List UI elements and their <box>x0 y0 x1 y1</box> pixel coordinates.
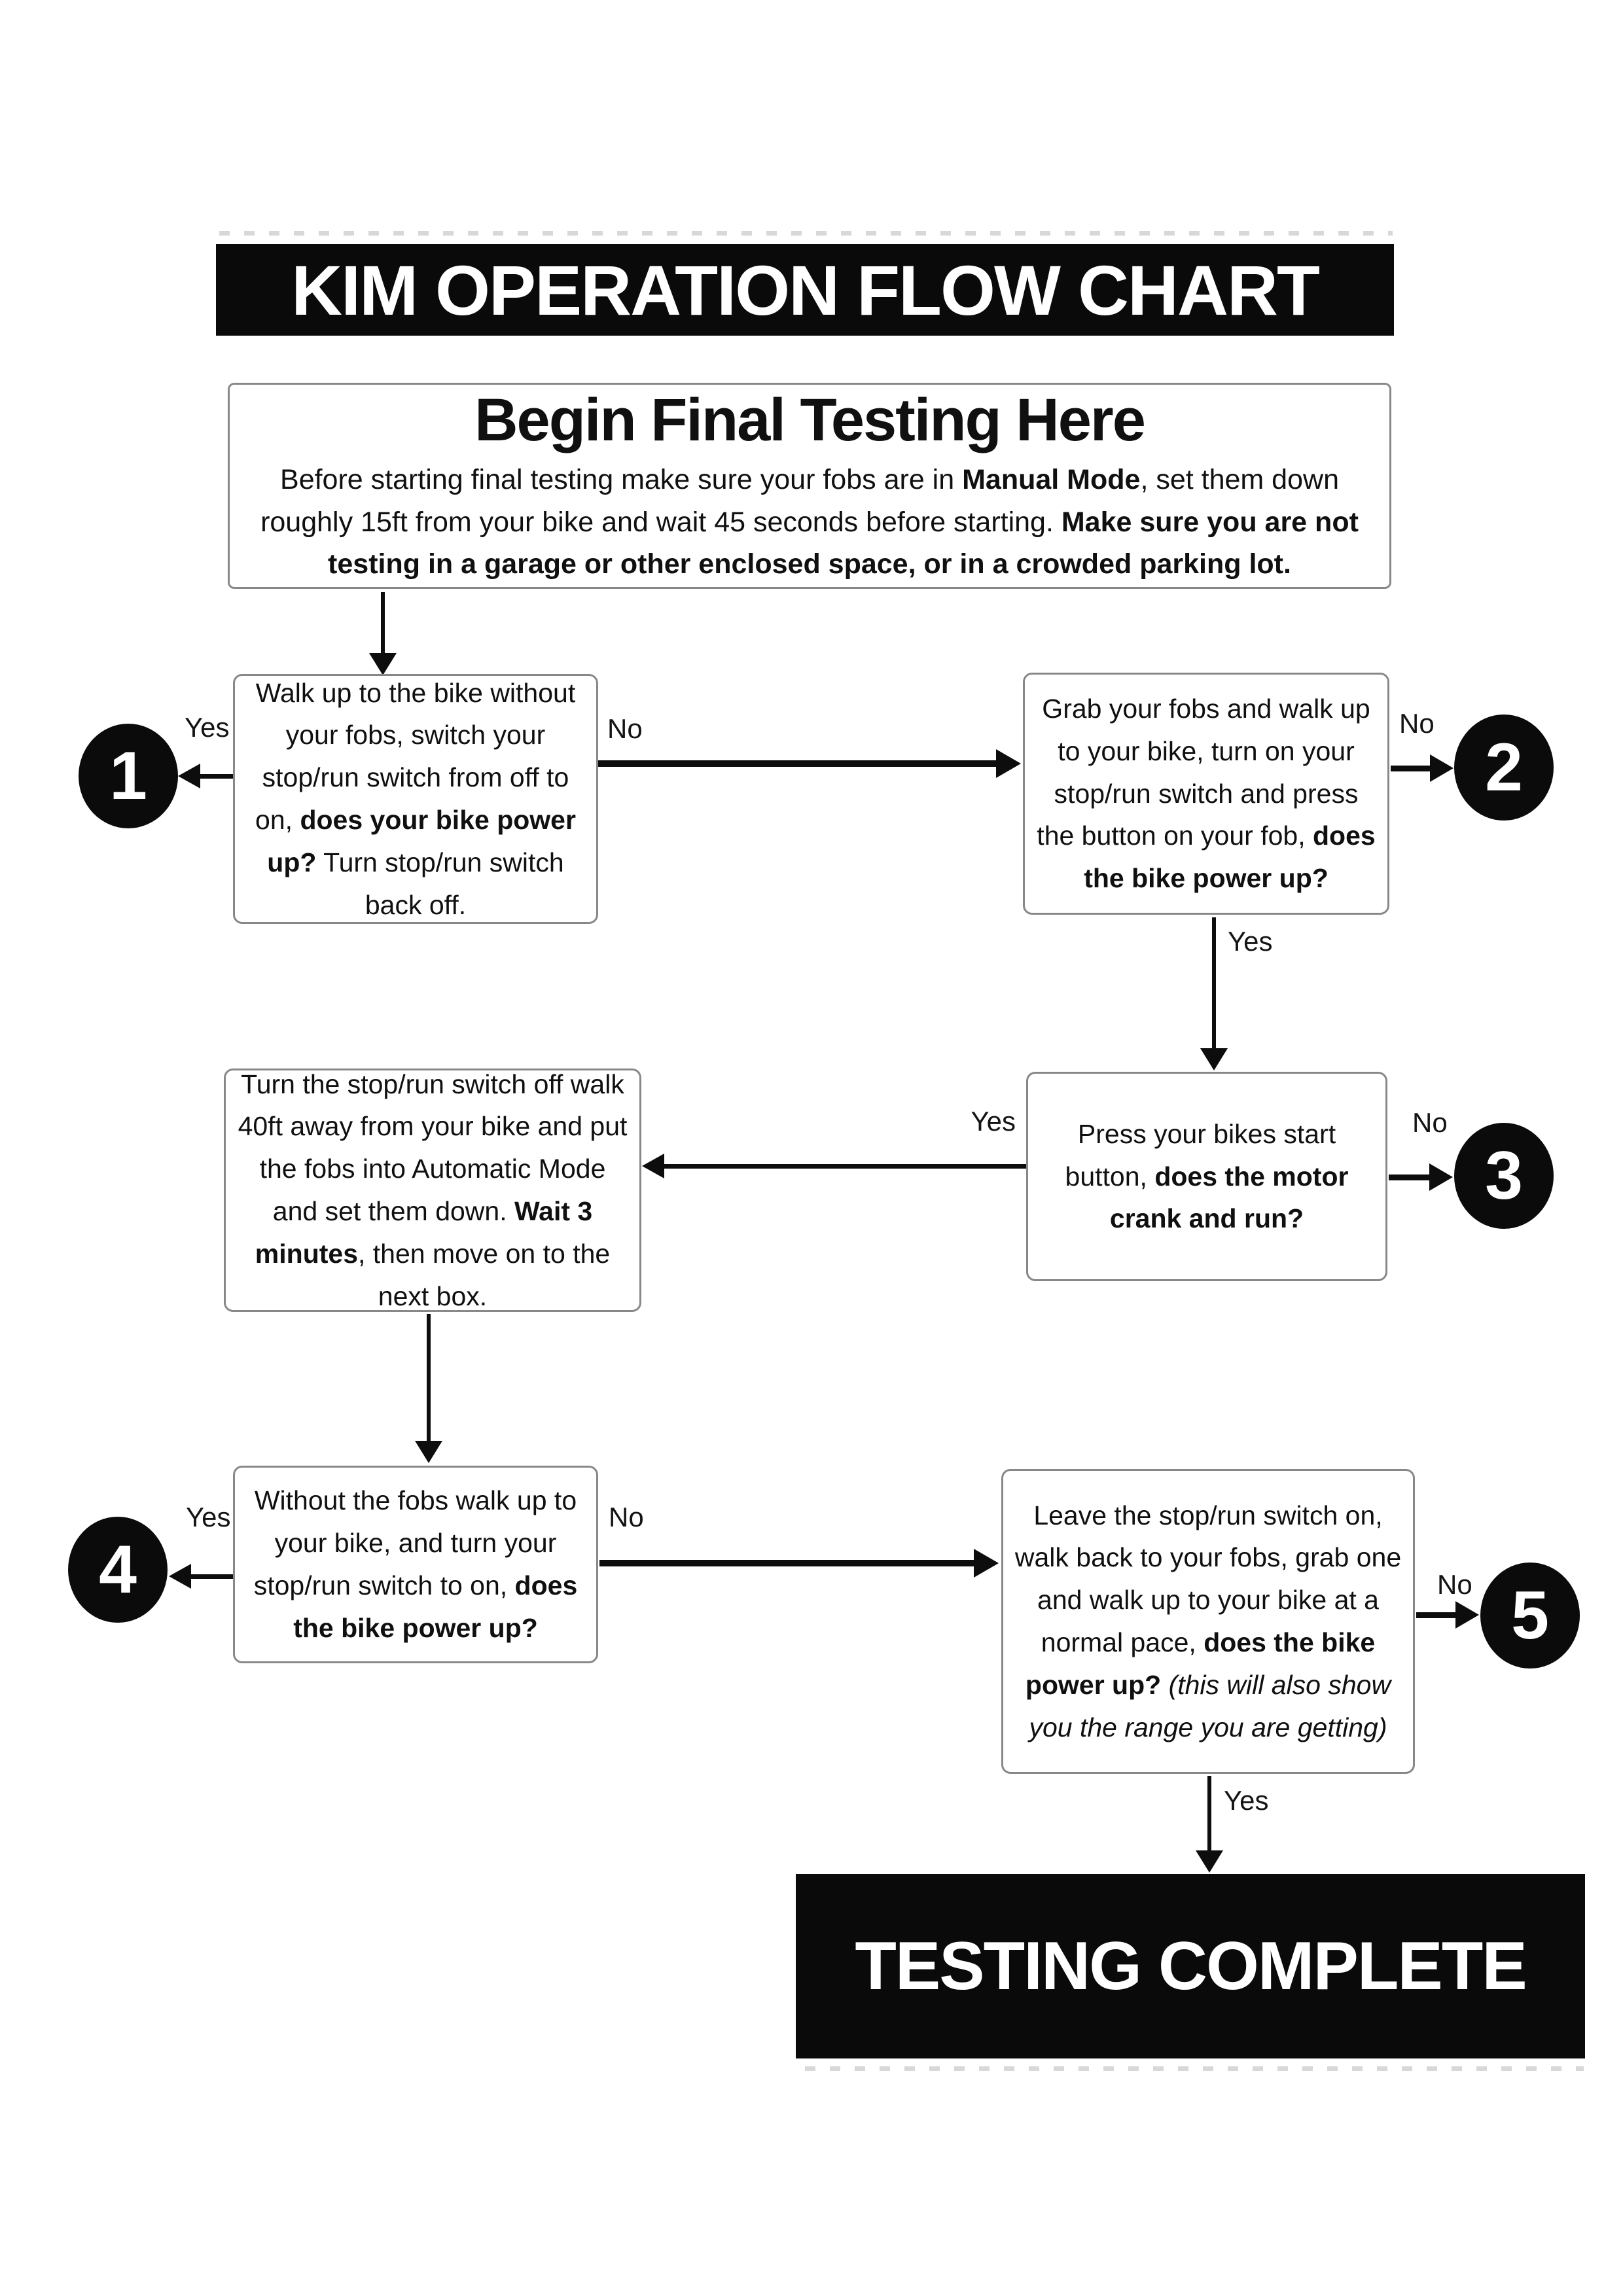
arrow-start-to-q1-line <box>381 592 385 655</box>
edge-label-q3-yes: Yes <box>971 1106 1016 1137</box>
node-grab-fobs: Grab your fobs and walk up to your bike,… <box>1023 673 1389 915</box>
arrow-q2-yes-head <box>1200 1048 1228 1070</box>
node-walk-no-fobs-text: Walk up to the bike without your fobs, s… <box>255 677 576 920</box>
arrow-q5-yes-head <box>169 1564 191 1589</box>
arrow-q4-to-q5-line <box>427 1314 431 1442</box>
arrow-q1-yes-line <box>199 774 233 779</box>
endpoint-4: 4 <box>68 1517 168 1623</box>
node-walk-no-fobs: Walk up to the bike without your fobs, s… <box>233 674 598 924</box>
endpoint-3: 3 <box>1454 1123 1554 1229</box>
arrow-q2-no-line <box>1391 766 1431 771</box>
edge-label-q6-yes: Yes <box>1224 1785 1269 1816</box>
edge-label-q2-no: No <box>1399 708 1435 739</box>
node-leave-on-text: Leave the stop/run switch on, walk back … <box>1014 1500 1402 1742</box>
arrow-q1-yes-head <box>178 764 200 788</box>
arrow-q6-no-line <box>1416 1612 1457 1618</box>
arrow-q1-no-line <box>598 760 996 767</box>
arrow-start-to-q1-head <box>369 653 397 675</box>
node-press-start: Press your bikes start button, does the … <box>1026 1072 1387 1281</box>
arrow-q3-no-head <box>1429 1163 1453 1191</box>
arrow-q6-yes-head <box>1196 1850 1223 1873</box>
arrow-q3-yes-line <box>663 1164 1026 1169</box>
node-without-fobs: Without the fobs walk up to your bike, a… <box>233 1466 598 1663</box>
arrow-q3-no-line <box>1389 1174 1431 1180</box>
arrow-q1-no-head <box>996 749 1021 778</box>
start-heading: Begin Final Testing Here <box>474 387 1146 454</box>
node-begin-final-testing: Begin Final Testing Here Before starting… <box>228 383 1391 589</box>
node-press-start-text: Press your bikes start button, does the … <box>1065 1118 1349 1234</box>
arrow-q3-yes-head <box>642 1154 664 1178</box>
arrow-q5-yes-line <box>190 1574 233 1579</box>
edge-label-q2-yes: Yes <box>1228 926 1273 957</box>
arrow-q5-no-head <box>974 1549 999 1578</box>
arrow-q4-to-q5-head <box>415 1441 442 1463</box>
edge-label-q5-yes: Yes <box>186 1502 231 1532</box>
arrow-q6-no-head <box>1455 1601 1479 1629</box>
endpoint-1: 1 <box>79 724 178 828</box>
testing-complete-label: TESTING COMPLETE <box>855 1928 1527 2004</box>
chart-title: KIM OPERATION FLOW CHART <box>291 250 1320 330</box>
arrow-q6-yes-line <box>1207 1776 1211 1852</box>
arrow-q5-no-line <box>599 1560 975 1566</box>
edge-label-q6-no: No <box>1437 1569 1472 1600</box>
scan-artifact-bottom <box>805 2066 1584 2071</box>
node-leave-on: Leave the stop/run switch on, walk back … <box>1001 1469 1415 1774</box>
chart-title-bar: KIM OPERATION FLOW CHART <box>216 244 1394 336</box>
edge-label-q1-yes: Yes <box>185 712 230 743</box>
edge-label-q1-no: No <box>607 713 643 744</box>
arrow-q2-no-head <box>1430 754 1454 782</box>
endpoint-5: 5 <box>1480 1563 1580 1669</box>
scan-artifact-top <box>219 231 1393 236</box>
node-turn-off-40ft-text: Turn the stop/run switch off walk 40ft a… <box>238 1069 628 1311</box>
start-body: Before starting final testing make sure … <box>260 464 1359 580</box>
arrow-q2-yes-line <box>1212 917 1216 1050</box>
node-turn-off-40ft: Turn the stop/run switch off walk 40ft a… <box>224 1069 641 1312</box>
node-without-fobs-text: Without the fobs walk up to your bike, a… <box>253 1485 578 1643</box>
endpoint-2: 2 <box>1454 715 1554 821</box>
node-grab-fobs-text: Grab your fobs and walk up to your bike,… <box>1037 694 1376 894</box>
testing-complete-bar: TESTING COMPLETE <box>796 1874 1585 2058</box>
edge-label-q3-no: No <box>1412 1107 1448 1138</box>
edge-label-q5-no: No <box>609 1502 644 1532</box>
